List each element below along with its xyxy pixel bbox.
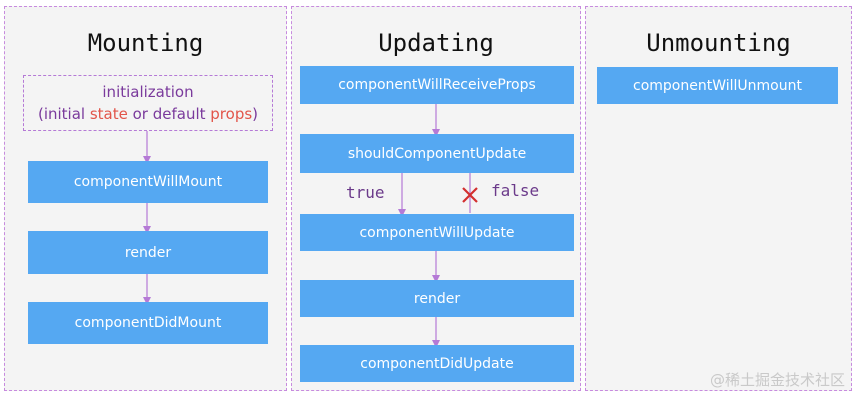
mount-render-box: render bbox=[28, 231, 268, 274]
component-did-mount-box: componentDidMount bbox=[28, 302, 268, 344]
should-component-update-box: shouldComponentUpdate bbox=[300, 134, 574, 173]
init-line1: initialization bbox=[102, 83, 194, 101]
component-will-unmount-box: componentWillUnmount bbox=[597, 67, 838, 104]
false-label: false bbox=[491, 181, 540, 200]
watermark: @稀土掘金技术社区 bbox=[709, 371, 845, 389]
cross-icon bbox=[462, 187, 478, 203]
component-will-receive-props-box: componentWillReceiveProps bbox=[300, 66, 574, 104]
true-label: true bbox=[346, 183, 385, 202]
mounting-title: Mounting bbox=[87, 29, 204, 57]
updating-title: Updating bbox=[378, 29, 494, 57]
component-did-update-box: componentDidUpdate bbox=[300, 345, 574, 382]
init-line2: (initial state or default props) bbox=[37, 105, 259, 123]
initialization-box: initialization (initial state or default… bbox=[23, 75, 273, 131]
unmounting-title: Unmounting bbox=[646, 29, 791, 57]
update-render-box: render bbox=[300, 280, 574, 317]
component-will-update-box: componentWillUpdate bbox=[300, 214, 574, 251]
component-will-mount-box: componentWillMount bbox=[28, 161, 268, 203]
